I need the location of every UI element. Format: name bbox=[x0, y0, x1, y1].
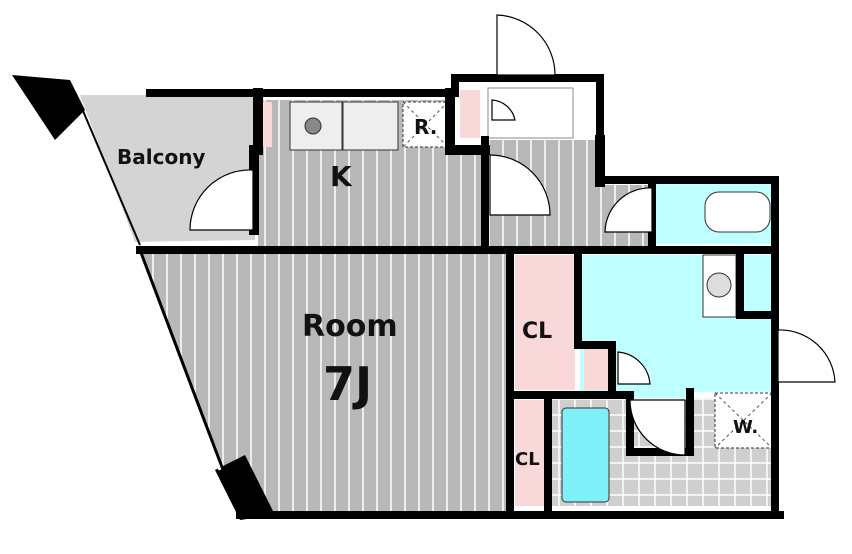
washer-label: W. bbox=[733, 417, 758, 438]
entrance-storage bbox=[460, 90, 480, 138]
closet-2-label: CL bbox=[515, 449, 540, 470]
walls bbox=[136, 74, 784, 519]
kitchen-label: K bbox=[330, 160, 353, 193]
kitchen-storage bbox=[262, 102, 272, 147]
burner-icon bbox=[304, 117, 322, 135]
room-floor bbox=[140, 252, 508, 512]
closet-1-label: CL bbox=[522, 319, 552, 344]
closet-1-area bbox=[515, 255, 575, 390]
room-size-label: 7J bbox=[323, 357, 372, 411]
room-label: Room bbox=[302, 309, 398, 344]
sink bbox=[342, 101, 399, 151]
balcony-corner-pillar bbox=[12, 75, 85, 140]
toilet-fixture bbox=[704, 191, 771, 233]
doors bbox=[189, 14, 836, 456]
refrigerator-label: R. bbox=[414, 115, 437, 139]
small-storage bbox=[584, 345, 612, 390]
room-corner-pillar bbox=[215, 455, 275, 520]
bathtub bbox=[561, 407, 610, 503]
closet-2-area bbox=[515, 400, 545, 506]
balcony-label: Balcony bbox=[117, 145, 205, 169]
